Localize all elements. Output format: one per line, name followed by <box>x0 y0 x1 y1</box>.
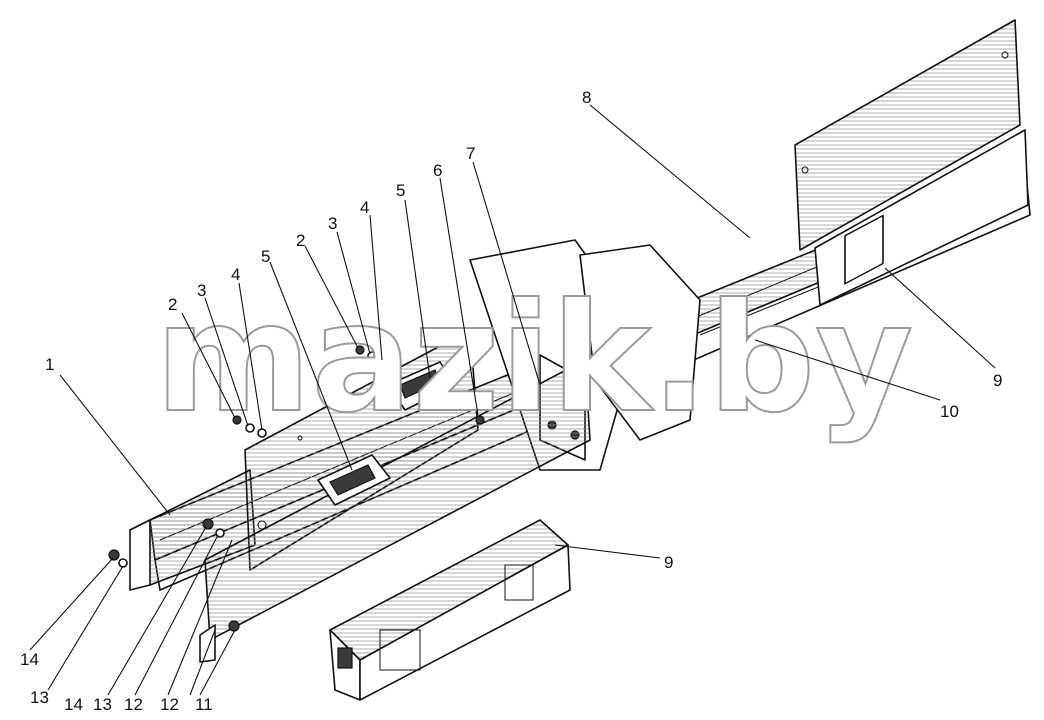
callout-5b: 5 <box>396 181 405 200</box>
callout-4b: 4 <box>360 198 369 217</box>
leader-lines <box>29 104 996 696</box>
callout-14a: 14 <box>20 650 39 669</box>
fasteners <box>108 345 485 632</box>
callout-3b: 3 <box>328 214 337 233</box>
right-mounting-plate <box>794 19 1029 306</box>
callout-6: 6 <box>433 161 442 180</box>
callout-13a: 13 <box>30 688 49 707</box>
callout-3a: 3 <box>197 281 206 300</box>
callout-9a: 9 <box>993 371 1002 390</box>
callout-11: 11 <box>195 695 213 714</box>
callout-1: 1 <box>45 355 54 374</box>
callout-14b: 14 <box>64 695 83 714</box>
callout-13b: 13 <box>93 695 112 714</box>
callout-2a: 2 <box>168 295 177 314</box>
tail-lamp <box>329 519 571 701</box>
callout-5a: 5 <box>261 247 270 266</box>
callout-12b: 12 <box>160 695 179 714</box>
rubber-pad-lower <box>317 454 391 506</box>
callout-9b: 9 <box>664 553 673 572</box>
callout-10: 10 <box>940 402 959 421</box>
callout-4a: 4 <box>231 265 240 284</box>
callout-7: 7 <box>466 144 475 163</box>
callout-12a: 12 <box>124 695 143 714</box>
lower-channel <box>199 359 591 663</box>
callouts: 1 2 3 4 5 2 3 4 5 6 7 8 9 10 9 14 13 14 … <box>20 88 1002 714</box>
callout-8: 8 <box>582 88 591 107</box>
watermark: mazik.by <box>155 272 913 446</box>
callout-2b: 2 <box>296 231 305 250</box>
